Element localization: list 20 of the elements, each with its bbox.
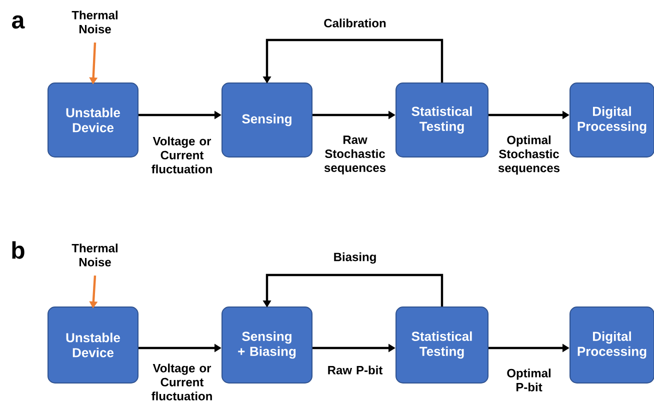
edge-label: Biasing (334, 252, 376, 264)
edge-label: Calibration (324, 18, 386, 28)
noise-label: Thermal Noise (72, 10, 118, 34)
edge-label: Voltage or Current fluctuation (152, 136, 212, 174)
process-box: Digital Processing (570, 82, 654, 158)
process-box: Sensing + Biasing (222, 306, 312, 384)
process-box: Statistical Testing (396, 82, 488, 158)
edge-label: Raw Stochastic sequences (324, 136, 386, 174)
panel-letter: b (12, 241, 24, 259)
process-box: Statistical Testing (396, 306, 488, 384)
process-box: Digital Processing (570, 306, 654, 384)
edge-label: Optimal P-bit (507, 368, 550, 392)
edge-label: Raw P-bit (328, 366, 383, 374)
edge-label: Voltage or Current fluctuation (152, 364, 212, 400)
process-box: Unstable Device (48, 306, 138, 384)
edge-label: Optimal Stochastic sequences (498, 135, 560, 175)
noise-label: Thermal Noise (72, 244, 118, 266)
process-box: Unstable Device (48, 82, 138, 158)
process-box: Sensing (222, 82, 312, 158)
panel-letter: a (12, 15, 25, 29)
